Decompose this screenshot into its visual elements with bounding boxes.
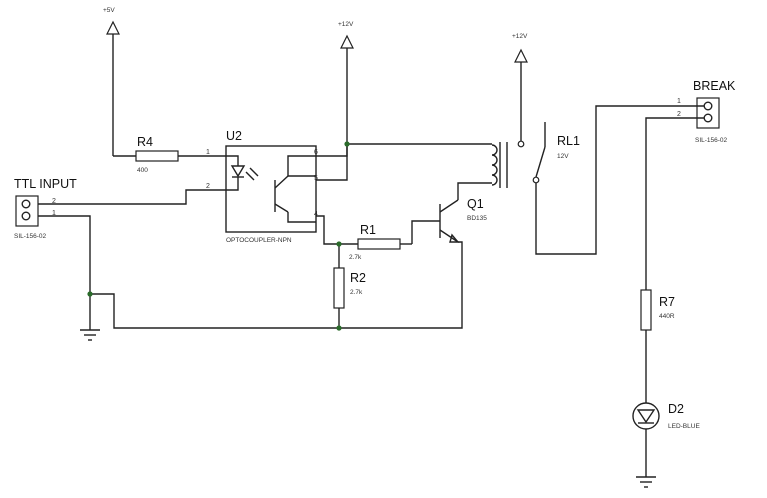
ttl-input-label: TTL INPUT [14, 177, 77, 191]
resistor-r2: R2 2.7k [333, 267, 366, 309]
wires [38, 48, 704, 477]
break-type: SIL-156-02 [695, 137, 728, 144]
ttl-pin1: 1 [52, 210, 56, 217]
rl1-ref: RL1 [557, 134, 580, 148]
supply-12v-opto: +12V [338, 21, 354, 49]
u2-pin1: 1 [206, 149, 210, 156]
led-d2: D2 LED-BLUE [632, 402, 700, 430]
resistor-r7: R7 440R [640, 289, 675, 331]
break-label: BREAK [693, 79, 736, 93]
relay-rl1: RL1 12V [491, 122, 580, 188]
optocoupler-u2: U2 OPTOCOUPLER-NPN 1 2 6 5 4 [206, 129, 318, 244]
ground-right [636, 476, 656, 488]
u2-pin4: 4 [314, 211, 318, 218]
r7-value: 440R [659, 313, 675, 320]
r4-value: 400 [137, 167, 148, 174]
junctions [87, 141, 350, 331]
r1-ref: R1 [360, 223, 376, 237]
d2-value: LED-BLUE [668, 423, 700, 430]
q1-value: BD135 [467, 215, 487, 222]
ground-left [80, 329, 100, 341]
r4-ref: R4 [137, 135, 153, 149]
r2-ref: R2 [350, 271, 366, 285]
u2-value: OPTOCOUPLER-NPN [226, 237, 292, 244]
q1-ref: Q1 [467, 197, 484, 211]
u2-pin5: 5 [314, 175, 318, 182]
break-connector: BREAK SIL-156-02 1 2 [677, 79, 736, 144]
resistor-r4: R4 400 [135, 135, 179, 174]
u2-pin6: 6 [314, 149, 318, 156]
supply-12v-relay-label: +12V [512, 33, 528, 40]
ttl-input-type: SIL-156-02 [14, 233, 47, 240]
resistor-r1: R1 2.7k [349, 223, 401, 261]
break-pin2: 2 [677, 111, 681, 118]
supply-12v-opto-label: +12V [338, 21, 354, 28]
transistor-q1: Q1 BD135 [439, 197, 487, 243]
supply-5v-label: +5V [103, 7, 115, 14]
r2-value: 2.7k [350, 289, 363, 296]
u2-ref: U2 [226, 129, 242, 143]
ttl-input-connector: TTL INPUT SIL-156-02 2 1 [14, 177, 77, 240]
r7-ref: R7 [659, 295, 675, 309]
d2-ref: D2 [668, 402, 684, 416]
ttl-pin2: 2 [52, 198, 56, 205]
break-pin1: 1 [677, 98, 681, 105]
rl1-value: 12V [557, 153, 569, 160]
supply-5v: +5V [103, 7, 120, 156]
r1-value: 2.7k [349, 254, 362, 261]
supply-12v-relay: +12V [512, 33, 528, 63]
u2-pin2: 2 [206, 183, 210, 190]
